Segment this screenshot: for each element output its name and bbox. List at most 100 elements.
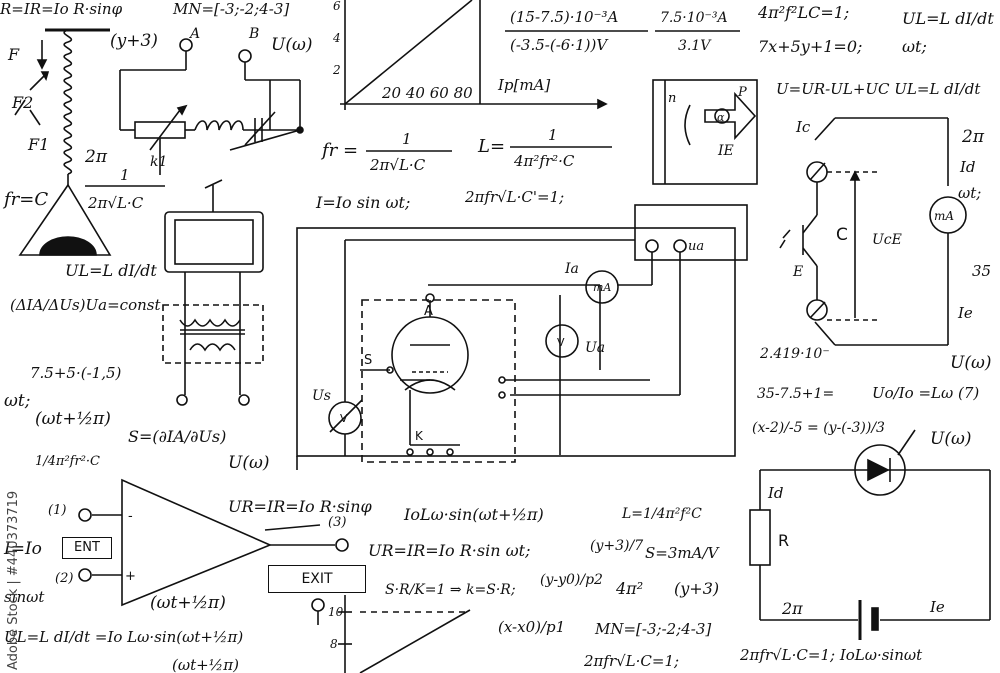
label-ua-term: ua: [688, 239, 704, 254]
op-amp: [78, 478, 349, 607]
graph-x-label: Ip[mA]: [497, 76, 550, 94]
formula-uw-right: U(ω): [950, 353, 991, 373]
formula-y3b: (y+3): [674, 579, 719, 598]
label-S: S: [364, 353, 372, 368]
label-B-top: B: [248, 26, 259, 42]
spring-assembly: [14, 28, 112, 256]
formula-ul-bot: UL=L dI/dt =Io Lω·sin(ωt+½π): [4, 628, 243, 646]
label-F1: F1: [27, 135, 49, 154]
formula-frac-den: (-3.5-(-6·1))V: [510, 36, 609, 54]
label-F2: F2: [11, 93, 33, 112]
formula-ul-left: UL=L dI/dt: [65, 261, 157, 280]
formula-s-part: S=(∂IA/∂Us): [128, 427, 226, 446]
formula-ul-top: UL=L dI/dt: [902, 9, 994, 28]
formula-fr-label: fr =: [320, 140, 358, 161]
label-two: (2): [55, 571, 73, 586]
diode-circuit: [749, 429, 991, 640]
label-minus: -: [128, 509, 133, 524]
label-Uce: UcE: [872, 232, 902, 248]
formula-u-sum: U=UR-UL+UC UL=L dI/dt: [776, 80, 981, 98]
formula-top-left: R=IR=Io R·sinφ: [0, 0, 123, 18]
label-mA: mA: [593, 281, 611, 294]
label-C: C: [836, 225, 848, 245]
label-plus: +: [125, 569, 136, 584]
formula-2pi-r: 2π: [961, 127, 985, 147]
label-Id-b: Id: [767, 484, 784, 502]
formula-wt2: ωt;: [4, 391, 30, 411]
formula-xx0: (x-x0)/p1: [498, 618, 565, 636]
tick-6: 6: [333, 0, 341, 13]
formula-eq-num: 7.5·10⁻³A: [660, 10, 728, 26]
formula-wt-mid: (ωt+½π): [172, 656, 239, 673]
label-Ic: Ic: [795, 118, 811, 136]
formula-iio: I=Io: [3, 539, 42, 559]
formula-sinwt: sinωt: [4, 588, 45, 606]
label-P: P: [737, 85, 747, 100]
label-F: F: [7, 45, 20, 64]
formula-eq-den: 3.1V: [678, 38, 712, 54]
label-Ia: Ia: [564, 261, 579, 277]
formula-L-right: L=1/4π²f²C: [621, 506, 702, 522]
exit-label: EXIT: [301, 571, 333, 587]
formula-wt-top: ωt;: [902, 37, 927, 56]
label-three: (3): [328, 515, 346, 530]
formula-wt-frac: (ωt+½π): [35, 409, 111, 429]
label-Ie: Ie: [957, 304, 973, 322]
label-R: R: [778, 531, 789, 550]
tick-4: 4: [332, 31, 341, 45]
tick-10: 10: [328, 605, 344, 619]
label-Ie-b: Ie: [929, 598, 945, 616]
bottom-graph: [311, 595, 471, 673]
label-mA2: mA: [934, 209, 954, 223]
exit-button[interactable]: EXIT: [268, 565, 366, 593]
formula-frac-left: 1/4π²fr²·C: [35, 454, 100, 469]
formula-mn-bot: MN=[-3;-2;4-3]: [594, 620, 711, 638]
label-alpha: α: [717, 111, 725, 124]
transistor-circuit: [779, 117, 967, 346]
formula-sr: S·R/K=1 ⇒ k=S·R;: [385, 582, 516, 598]
formula-uo: Uo/Io =Lω (7): [872, 384, 979, 402]
formula-fr-c: fr=C: [2, 189, 48, 210]
graph-x-ticks: 20 40 60 80: [381, 84, 473, 102]
formula-2pi-br: 2πfr√L·C=1; IoLω·sinωt: [739, 646, 923, 664]
formula-y3-7: (y+3)/7: [590, 538, 643, 554]
formula-uw-mid: U(ω): [228, 453, 269, 473]
formula-L-label: L=: [477, 136, 505, 157]
label-Ua: Ua: [585, 340, 605, 356]
formula-35r: 35: [972, 262, 991, 280]
ent-button[interactable]: ENT: [62, 537, 112, 559]
label-Id: Id: [959, 158, 976, 176]
inductor-circuit: [119, 38, 304, 175]
formula-4pi2: 4π²: [615, 579, 643, 598]
formula-uw-right2: U(ω): [930, 429, 971, 449]
formula-ele: 2.419·10⁻: [759, 346, 830, 362]
formula-y3-top: (y+3): [110, 31, 158, 51]
label-A-top: A: [188, 26, 200, 42]
label-IE: IE: [717, 143, 734, 159]
transformer-block: [162, 179, 264, 406]
formula-io-lw: IoLω·sin(ωt+½π): [403, 505, 544, 524]
formula-ur: UR=IR=Io R·sinφ: [228, 497, 373, 516]
formula-35: 35-7.5+1=: [757, 386, 834, 402]
formula-frac1: 1: [120, 166, 130, 184]
tick-2: 2: [332, 63, 341, 77]
formula-2pi-bot-r: 2π: [781, 599, 803, 618]
tick-8: 8: [330, 637, 338, 651]
formula-x2: (x-2)/-5 = (y-(-3))/3: [752, 420, 885, 436]
formula-uw-top: U(ω): [271, 35, 312, 55]
label-V2: V: [340, 412, 348, 425]
label-K: K: [415, 429, 424, 443]
formula-s3: S=3mA/V: [645, 544, 720, 562]
formula-yy0: (y-y0)/p2: [540, 572, 603, 588]
formula-dia: (ΔIA/ΔUs)Ua=const: [10, 296, 161, 314]
photo-box: [652, 79, 758, 185]
label-n: n: [668, 91, 676, 106]
ip-graph: [340, 0, 608, 110]
formula-2pi-mid: 2πfr√L·C'=1;: [464, 188, 564, 206]
label-V: V: [557, 336, 565, 349]
formula-L-num: 1: [548, 126, 558, 144]
label-one: (1): [48, 503, 66, 518]
formula-L-den: 4π²fr²·C: [513, 152, 575, 170]
formula-lc: 4π²f²LC=1;: [757, 3, 849, 22]
